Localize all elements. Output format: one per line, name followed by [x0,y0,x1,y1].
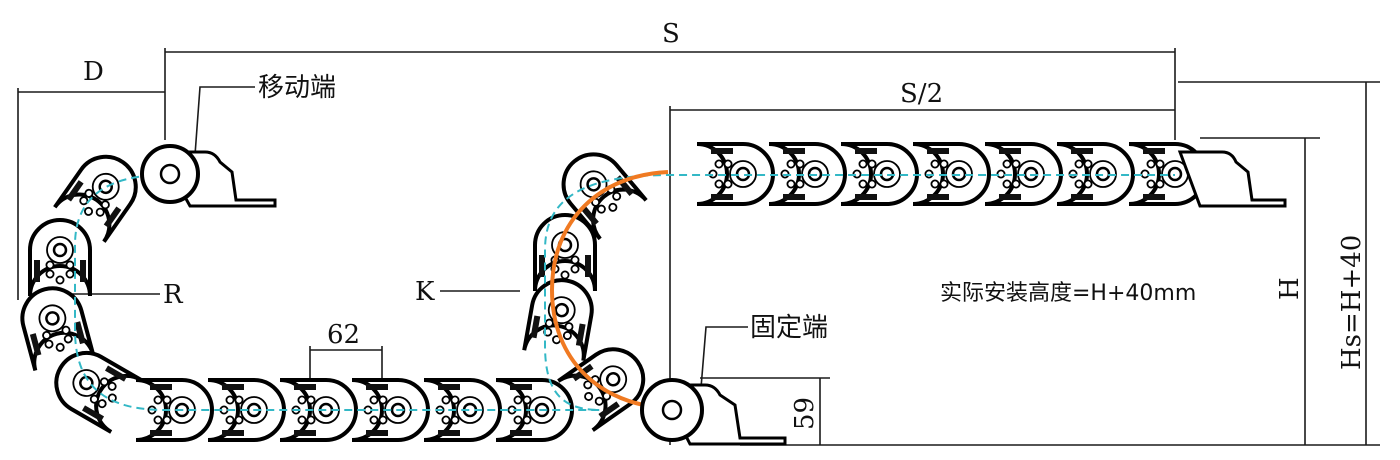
chain-link-right-bend [533,213,597,292]
moving-end-label: 移动端 [258,73,336,103]
cable-chain [20,142,1207,442]
dim-label-S-half: S/2 [900,79,943,109]
radius-label-R: R [163,280,184,310]
upper-end-bracket [1177,150,1287,208]
fixed-end-label: 固定端 [750,313,828,343]
dim-label-D: D [83,57,104,87]
chain-link-upper [768,142,847,206]
moving-end-bracket [140,144,277,208]
chain-link-left-bend [53,154,138,243]
fixed-end-bracket [640,378,787,446]
pitch-label: 62 [327,320,360,350]
dim-label-H: H [1275,277,1305,300]
chain-link-left-bend [54,351,143,434]
install-height-label: 实际安装高度=H+40mm [940,281,1196,306]
chain-link-lower [135,378,214,442]
chain-link-upper [912,142,991,206]
dimension-lines [17,48,1380,446]
bend-radius-arc [549,170,669,410]
label-K: K [415,277,435,307]
chain-link-left-bend [28,218,92,297]
dim-label-Hs: Hs=H+40 [1337,235,1367,370]
chain-link-right-bend [522,278,594,362]
dim-label-S: S [662,19,680,49]
link-height-label: 59 [790,397,820,430]
chain-link-upper [1056,142,1135,206]
chain-link-left-bend [20,286,96,372]
chain-link-right-bend [561,152,648,241]
chain-centerline [74,174,1175,411]
